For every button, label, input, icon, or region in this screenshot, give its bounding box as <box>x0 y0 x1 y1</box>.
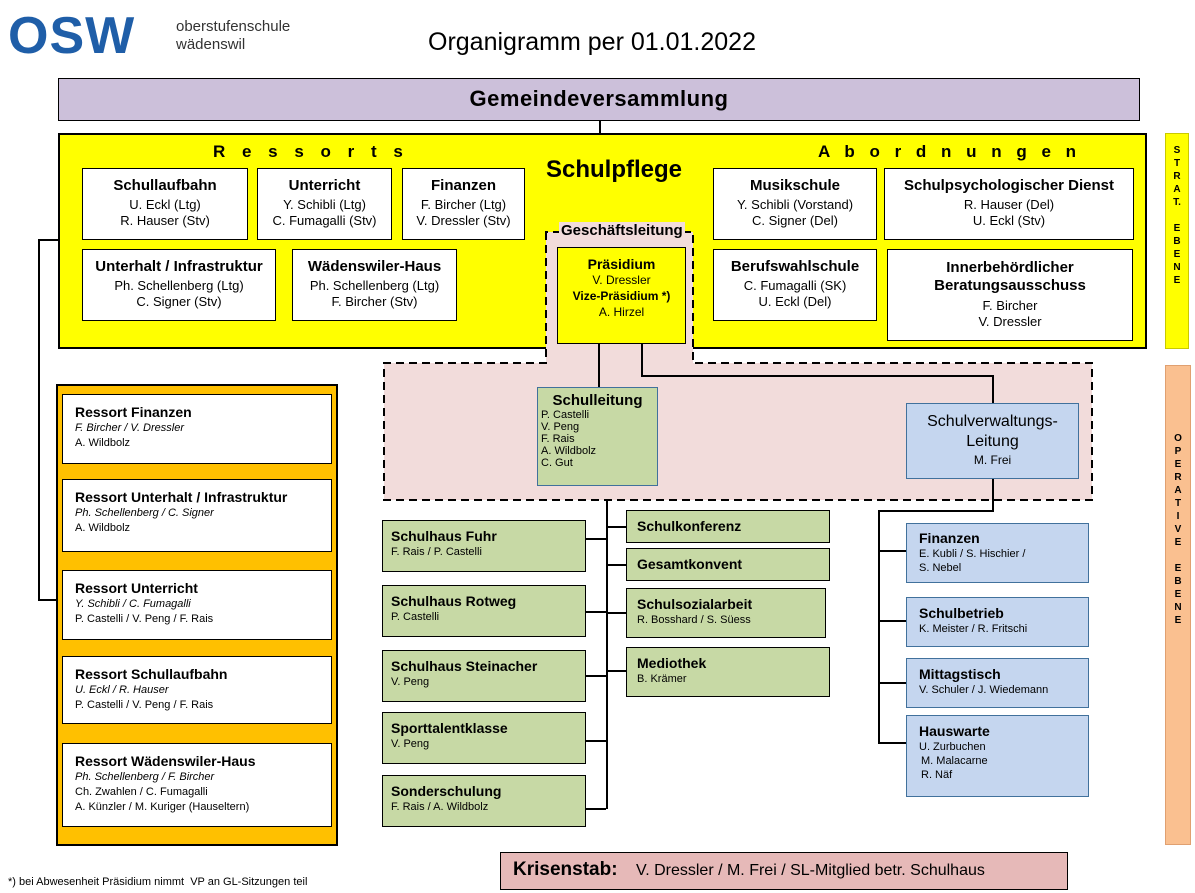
schulpflege-title: Schulpflege <box>546 156 683 183</box>
verwaltung-mittagstisch: Mittagstisch V. Schuler / J. Wiedemann <box>906 658 1089 708</box>
connector <box>878 682 906 684</box>
ressorts-label: R e s s o r t s <box>213 142 409 161</box>
praesidium-box: Präsidium V. Dressler Vize-Präsidium *) … <box>557 247 686 344</box>
gemeindeversammlung-box: Gemeindeversammlung <box>58 78 1140 121</box>
ressort-schullaufbahn: Schullaufbahn U. Eckl (Ltg) R. Hauser (S… <box>82 168 248 240</box>
gesamtkonvent: Gesamtkonvent <box>626 548 830 581</box>
beratungsausschuss-title: Innerbehördlicher Beratungsausschuss <box>934 259 1086 294</box>
ressort-unterricht: Unterricht Y. Schibli (Ltg) C. Fumagalli… <box>257 168 392 240</box>
schulsozialarbeit: Schulsozialarbeit R. Bosshard / S. Süess <box>626 588 826 638</box>
krisenstab-text: V. Dressler / M. Frei / SL-Mitglied betr… <box>635 862 985 879</box>
schulhaus-rotweg: Schulhaus Rotweg P. Castelli <box>382 585 586 637</box>
sporttalentklasse: Sporttalentklasse V. Peng <box>382 712 586 764</box>
schulhaus-steinacher: Schulhaus Steinacher V. Peng <box>382 650 586 702</box>
connector <box>641 375 994 377</box>
strat-ebene-label: S T R A T. E B E N E <box>1165 133 1189 349</box>
page-title: Organigramm per 01.01.2022 <box>428 28 756 56</box>
ressort-box-waedenswiler-haus: Ressort Wädenswiler-Haus Ph. Schellenber… <box>62 743 332 827</box>
krisenstab-box: Krisenstab: V. Dressler / M. Frei / SL-M… <box>500 852 1068 890</box>
connector <box>878 620 906 622</box>
footnote: *) bei Abwesenheit Präsidium nimmt VP an… <box>8 876 308 888</box>
schulhaus-fuhr: Schulhaus Fuhr F. Rais / P. Castelli <box>382 520 586 572</box>
connector <box>38 239 58 241</box>
ressort-finanzen: Finanzen F. Bircher (Ltg) V. Dressler (S… <box>402 168 525 240</box>
connector <box>599 121 601 133</box>
connector <box>641 344 643 377</box>
logo-line2: wädenswil <box>176 36 246 53</box>
connector <box>878 742 906 744</box>
verwaltung-hauswarte: Hauswarte U. Zurbuchen M. Malacarne R. N… <box>906 715 1089 797</box>
schulverwaltung-box: Schulverwaltungs- Leitung M. Frei <box>906 403 1079 479</box>
connector <box>992 375 994 403</box>
gemeindeversammlung-label: Gemeindeversammlung <box>469 86 729 111</box>
connector <box>992 479 994 512</box>
ressort-waedenswiler-haus: Wädenswiler-Haus Ph. Schellenberg (Ltg) … <box>292 249 457 321</box>
connector <box>586 538 606 540</box>
geschaeftsleitung-label: Geschäftsleitung <box>559 222 685 239</box>
connector <box>586 611 606 613</box>
abordnung-beratungsausschuss: Innerbehördlicher Beratungsausschuss F. … <box>887 249 1133 341</box>
schulkonferenz: Schulkonferenz <box>626 510 830 543</box>
connector <box>606 500 608 809</box>
connector <box>606 526 626 528</box>
abordnung-berufswahlschule: Berufswahlschule C. Fumagalli (SK) U. Ec… <box>713 249 877 321</box>
abordnung-musikschule: Musikschule Y. Schibli (Vorstand) C. Sig… <box>713 168 877 240</box>
connector <box>38 599 58 601</box>
sonderschulung: Sonderschulung F. Rais / A. Wildbolz <box>382 775 586 827</box>
abordnungen-label: A b o r d n u n g e n <box>818 142 1082 161</box>
abordnung-schulpsychologischer-dienst: Schulpsychologischer Dienst R. Hauser (D… <box>884 168 1134 240</box>
connector <box>598 344 600 387</box>
connector <box>606 612 626 614</box>
ressort-box-unterhalt: Ressort Unterhalt / Infrastruktur Ph. Sc… <box>62 479 332 552</box>
connector <box>606 670 626 672</box>
mediothek: Mediothek B. Krämer <box>626 647 830 697</box>
krisenstab-label: Krisenstab: <box>513 859 618 880</box>
connector <box>878 510 994 512</box>
ressort-box-schullaufbahn: Ressort Schullaufbahn U. Eckl / R. Hause… <box>62 656 332 724</box>
ressort-box-finanzen: Ressort Finanzen F. Bircher / V. Dressle… <box>62 394 332 464</box>
operative-ebene-label: O P E R A T I V E E B E N E <box>1165 365 1191 845</box>
logo-line1: oberstufenschule <box>176 18 291 35</box>
connector <box>878 550 906 552</box>
connector <box>38 239 40 601</box>
verwaltung-finanzen: Finanzen E. Kubli / S. Hischier / S. Neb… <box>906 523 1089 583</box>
schulleitung-box: Schulleitung P. Castelli V. Peng F. Rais… <box>537 387 658 486</box>
logo-mark: OSW <box>8 7 136 65</box>
connector <box>586 675 606 677</box>
ressort-unterhalt: Unterhalt / Infrastruktur Ph. Schellenbe… <box>82 249 276 321</box>
schulleitung-members: P. Castelli V. Peng F. Rais A. Wildbolz … <box>541 409 597 469</box>
connector <box>606 564 626 566</box>
connector <box>586 808 606 810</box>
ressort-box-unterricht: Ressort Unterricht Y. Schibli / C. Fumag… <box>62 570 332 640</box>
connector <box>586 740 606 742</box>
logo: OSW oberstufenschule wädenswil <box>8 7 308 65</box>
verwaltung-schulbetrieb: Schulbetrieb K. Meister / R. Fritschi <box>906 597 1089 647</box>
connector <box>878 510 880 744</box>
